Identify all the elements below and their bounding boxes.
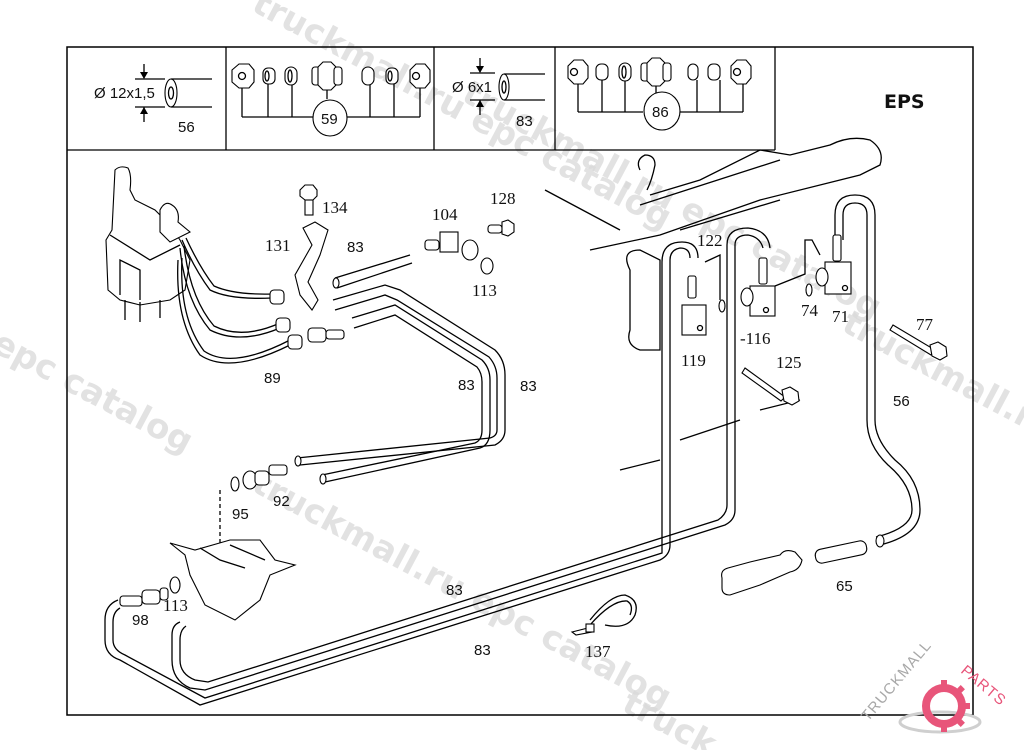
valve-119 [681,253,726,336]
pipe-small-spec: Ø 6x1 [452,79,492,96]
bolt-125 [741,367,800,406]
callout-label: 95 [232,506,249,523]
logo-swoosh [898,710,982,734]
callout-label: -116 [740,329,771,348]
bolt-77 [889,324,948,361]
callout-label: 128 [490,189,516,208]
truckmall-parts-logo: TRUCKMALL PARTS [858,637,1009,734]
callout-label: 56 [893,393,910,410]
callout-label: 65 [836,578,853,595]
callout-label: 83 [347,239,364,256]
mounting-bracket [169,539,297,621]
callout-label: 113 [472,281,497,300]
callout-label: 131 [265,236,291,255]
tee-fitting-104 [424,219,515,275]
pipe-83-lower [104,227,771,706]
callout-83-legend: 83 [516,113,533,130]
callout-label: 74 [801,301,819,320]
callout-label: 71 [832,307,849,326]
engine-outline [544,137,882,471]
legend-fitting-kit-small: 86 [567,57,752,131]
watermark-text: epc catalog [0,323,200,462]
pipe-56 [834,194,921,548]
callout-label: 77 [916,315,934,334]
callout-label: 134 [322,198,348,217]
valve-116 [740,239,821,317]
callout-label: 98 [132,612,149,629]
valve-71 [815,234,852,295]
pipe-large-spec: Ø 12x1,5 [94,85,155,102]
callout-label: 83 [520,378,537,395]
group-code-label: EPS [884,91,925,113]
bracket-131 [294,184,329,311]
callout-56-legend: 56 [178,119,195,136]
callout-label: 104 [432,205,458,224]
pipe-83-upper [294,254,506,485]
callout-label: 119 [681,351,706,370]
callout-label: 113 [163,596,188,615]
hose-89 [177,237,345,364]
callout-label: 125 [776,353,802,372]
callout-label: 89 [264,370,281,387]
fitting-98 [119,576,181,607]
callout-label: 83 [458,377,475,394]
legend-fitting-kit-large: 59 [231,61,431,137]
diagram-frame [66,46,974,716]
callout-labels: 134 131 83 104 128 113 89 83 83 95 92 12… [132,189,934,661]
callout-86: 86 [652,104,669,121]
gear-icon [922,680,970,732]
callout-label: 83 [446,582,463,599]
legend-pipe-large: Ø 12x1,5 56 [94,64,212,136]
callout-label: 122 [697,231,723,250]
legend-pipe-small: Ø 6x1 83 [452,58,545,130]
cable-tie-137 [570,594,637,636]
callout-label: 83 [474,642,491,659]
control-valve [105,166,191,322]
callout-59: 59 [321,111,338,128]
callout-label: 92 [273,493,290,510]
callout-label: 137 [585,642,611,661]
connector-65 [721,540,868,596]
